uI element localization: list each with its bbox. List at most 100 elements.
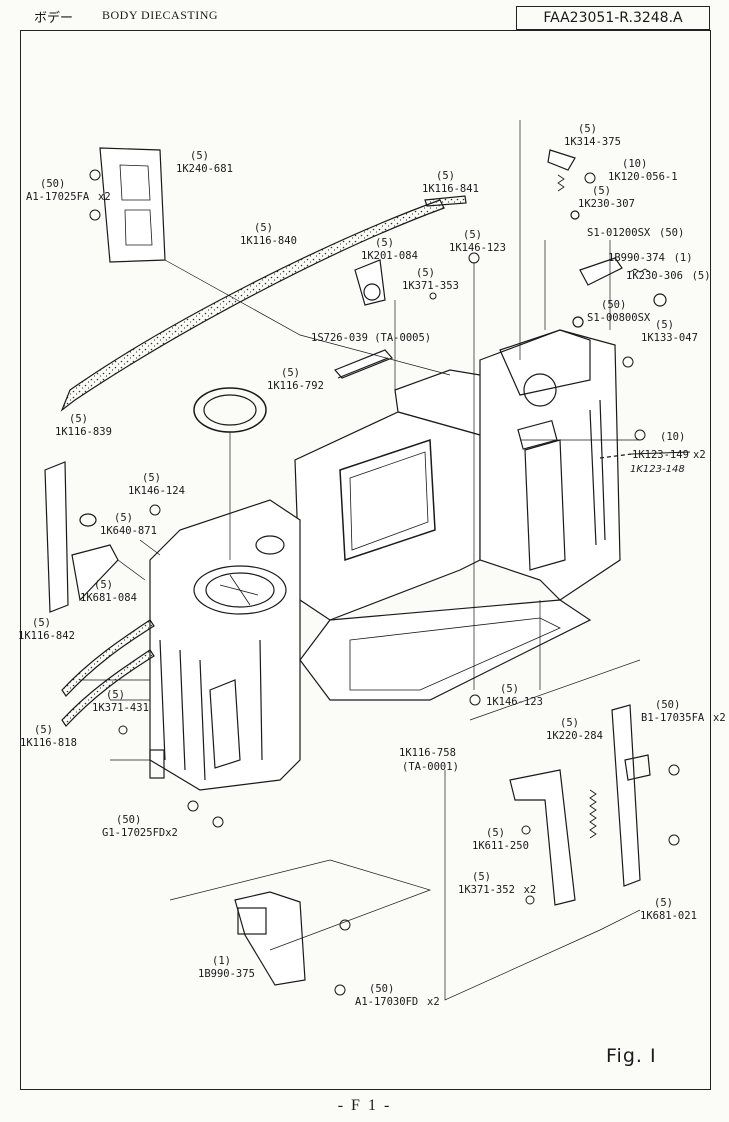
part-number: 1B990-374 — [608, 252, 665, 264]
header-title: BODY DIECASTING — [102, 8, 219, 22]
part-quantity: (5) — [654, 897, 673, 909]
page-footer: - F 1 - — [337, 1097, 392, 1114]
part-callout-p34: (1)1B990-375 — [198, 955, 255, 980]
part-callout-p07: (5)1K230-307 — [578, 185, 635, 210]
part-number: 1K116-842 — [18, 630, 75, 642]
part-number: 1K640-871 — [100, 525, 157, 537]
part-callout-p21: (5)1K681-084 — [80, 579, 137, 604]
part-quantity: (5) — [592, 185, 611, 197]
part-quantity: (50) — [40, 178, 65, 190]
part-number: A1-17025FA — [26, 191, 90, 203]
lever-220-284 — [509, 769, 576, 906]
part-quantity: (50) — [601, 299, 626, 311]
housing-tab — [149, 749, 165, 779]
part-number: 1K116-758 — [399, 747, 456, 759]
part-quantity: (5) — [416, 267, 435, 279]
plate-681-021 — [611, 704, 641, 887]
part-number: 1K146-124 — [128, 485, 185, 497]
part-number: S1-00800SX — [587, 312, 651, 324]
cam-201-084 — [354, 259, 386, 306]
part-number: 1K116-840 — [240, 235, 297, 247]
part-callout-p15: (5)1K133-047 — [641, 319, 698, 344]
body-back-panel — [294, 411, 481, 621]
part-quantity: (5) — [375, 237, 394, 249]
part-number: 1K120-056-1 — [608, 171, 678, 183]
part-quantity: (5) — [32, 617, 51, 629]
part-callout-p17: (5)1K116-792 — [267, 367, 324, 392]
viewfinder-window — [339, 438, 436, 562]
part-callout-p16: 1S726-039 (TA-0005) — [311, 332, 431, 344]
part-callout-p24: (5)1K116-818 — [20, 724, 77, 749]
part-quantity: (5) — [254, 222, 273, 234]
part-quantity: (5) — [486, 827, 505, 839]
part-callout-p11: (5)1K146-123 — [449, 229, 506, 254]
part-quantity: (10) — [622, 158, 647, 170]
rubber-strip-842 — [61, 619, 155, 697]
part-callout-p19: (5)1K146-124 — [128, 472, 185, 497]
part-callout-p18: (5)1K116-839 — [55, 413, 112, 438]
part-callout-p09: (1) 1B990-374 — [608, 252, 693, 264]
part-callout-p08: (50)S1-01200SX — [587, 227, 684, 239]
part-quantity: (5) — [114, 512, 133, 524]
part-quantity: (5) — [472, 871, 491, 883]
right-housing — [479, 329, 621, 601]
figure-label: Fig. I — [606, 1045, 657, 1067]
part-number: 1K201-084 — [361, 250, 418, 262]
part-quantity: (1) — [674, 252, 693, 264]
part-number: (TA-0001) — [402, 761, 459, 773]
part-callout-p06: (10)1K120-056-1 — [608, 158, 678, 183]
spring-220-284 — [589, 789, 597, 839]
part-callout-p25: (5)1K146-123 — [486, 683, 543, 708]
part-callout-p33: (5)1K681-021 — [640, 897, 697, 922]
part-number: 1K146-123 — [486, 696, 543, 708]
side-plate — [44, 461, 69, 613]
revision-qty: (10) — [660, 431, 685, 443]
part-multiplier: x2 — [524, 884, 537, 896]
part-callout-p14: (50)S1-00800SX — [587, 299, 651, 324]
part-number: 1K611-250 — [472, 840, 529, 852]
part-number: G1-17025FDx2 — [102, 827, 178, 839]
part-number: 1K240-681 — [176, 163, 233, 175]
part-number: 1K371-353 — [402, 280, 459, 292]
part-callout-p23: (5)1K371-431 — [92, 689, 149, 714]
revision-strike — [631, 451, 691, 455]
part-number: 1K230-306 — [626, 270, 683, 282]
part-number: 1K371-352 — [458, 884, 515, 896]
rubber-strip-841 — [424, 195, 467, 207]
part-number: 1K371-431 — [92, 702, 149, 714]
revision-multiplier: x2 — [693, 449, 706, 461]
part-quantity: (5) — [436, 170, 455, 182]
cap-640-871 — [79, 513, 97, 527]
part-number: 1K146-123 — [449, 242, 506, 254]
part-callout-p31: (5)1K611-250 — [472, 827, 529, 852]
part-quantity: (5) — [463, 229, 482, 241]
lever-314-375 — [547, 149, 576, 171]
part-callout-p13: (5)1K371-353 — [402, 267, 459, 292]
part-number: 1S726-039 (TA-0005) — [311, 332, 431, 344]
mount-ring — [193, 565, 287, 615]
part-quantity: (1) — [212, 955, 231, 967]
part-callout-p12: (5)1K201-084 — [361, 237, 418, 262]
part-callout-p22: (5)1K116-842 — [18, 617, 75, 642]
right-housing-bore — [523, 373, 557, 407]
part-number: 1K230-307 — [578, 198, 635, 210]
part-quantity: (5) — [142, 472, 161, 484]
part-number: 1K314-375 — [564, 136, 621, 148]
part-callout-p32: (5)1K371-352 x2 — [458, 871, 536, 896]
part-quantity: (5) — [692, 270, 711, 282]
part-callout-p03: (5)1K116-841 — [422, 170, 479, 195]
part-callout-p04: (5)1K116-840 — [240, 222, 297, 247]
part-callout-p30: (50)G1-17025FDx2 — [102, 814, 178, 839]
lever-1b990-374 — [579, 257, 623, 286]
part-number: 1B990-375 — [198, 968, 255, 980]
part-quantity: (50) — [655, 699, 680, 711]
part-number: 1K681-084 — [80, 592, 137, 604]
part-quantity: (5) — [69, 413, 88, 425]
part-callout-p05: (5)1K314-375 — [564, 123, 621, 148]
revision-replacement-part: 1K123-148 — [630, 464, 685, 475]
rubber-strip-818 — [61, 649, 155, 727]
document-code: FAA23051-R.3248.A — [516, 6, 710, 30]
